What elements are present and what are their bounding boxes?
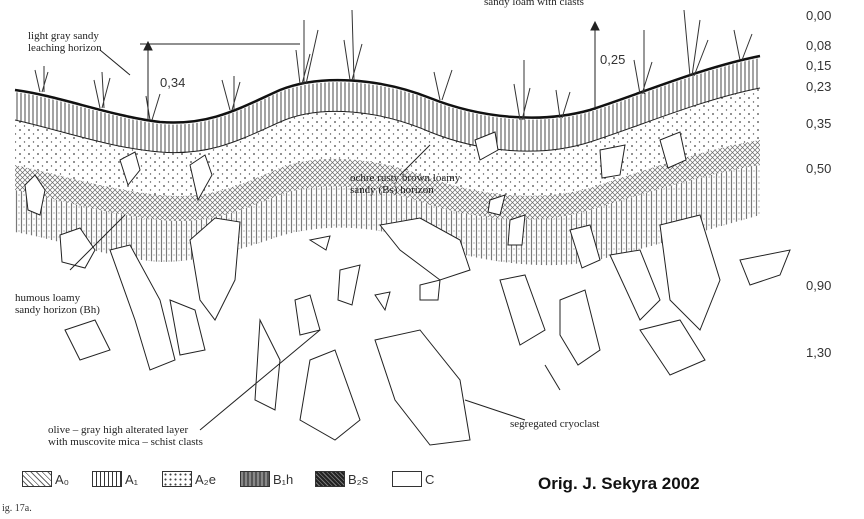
a1-symbol-swatch (92, 471, 122, 487)
top-cut-label: sandy loam with clasts (484, 0, 584, 8)
legend-c: C (392, 469, 434, 489)
c-symbol-swatch (392, 471, 422, 487)
legend-a1: A₁ (92, 469, 138, 489)
legend-b1h: B₁h (240, 469, 293, 489)
legend-b1h-label: B₁h (273, 472, 293, 487)
legend-c-label: C (425, 472, 434, 487)
legend-a2e: A₂e (162, 469, 216, 489)
depth-0-50: 0,50 (806, 161, 831, 176)
ochre-horizon-label: ochre rusty brown loamy sandy (Bs) horiz… (350, 172, 460, 196)
measurement-left: 0,34 (160, 75, 185, 90)
depth-0-23: 0,23 (806, 79, 831, 94)
depth-0-90: 0,90 (806, 278, 831, 293)
b1h-symbol-swatch (240, 471, 270, 487)
legend-a1-label: A₁ (125, 472, 138, 487)
figure-label: ig. 17a. (2, 503, 32, 514)
legend-a2e-label: A₂e (195, 472, 216, 487)
depth-0-35: 0,35 (806, 116, 831, 131)
depth-0-00: 0,00 (806, 8, 831, 23)
legend-b2s: B₂s (315, 469, 368, 489)
legend-a0: A₀ (22, 469, 69, 489)
cryoclast-label: segregated cryoclast (510, 418, 599, 430)
a2e-symbol-swatch (162, 471, 192, 487)
legend-b2s-label: B₂s (348, 472, 368, 487)
credit-text: Orig. J. Sekyra 2002 (538, 474, 700, 494)
depth-1-30: 1,30 (806, 345, 831, 360)
measurement-right: 0,25 (600, 52, 625, 67)
b2s-symbol-swatch (315, 471, 345, 487)
a0-symbol-swatch (22, 471, 52, 487)
depth-0-08: 0,08 (806, 38, 831, 53)
olive-layer-label: olive – gray high alterated layer with m… (48, 424, 203, 448)
light-gray-horizon-label: light gray sandy leaching horizon (28, 30, 102, 54)
legend-a0-label: A₀ (55, 472, 69, 487)
humous-horizon-label: humous loamy sandy horizon (Bh) (15, 292, 100, 316)
depth-0-15: 0,15 (806, 58, 831, 73)
